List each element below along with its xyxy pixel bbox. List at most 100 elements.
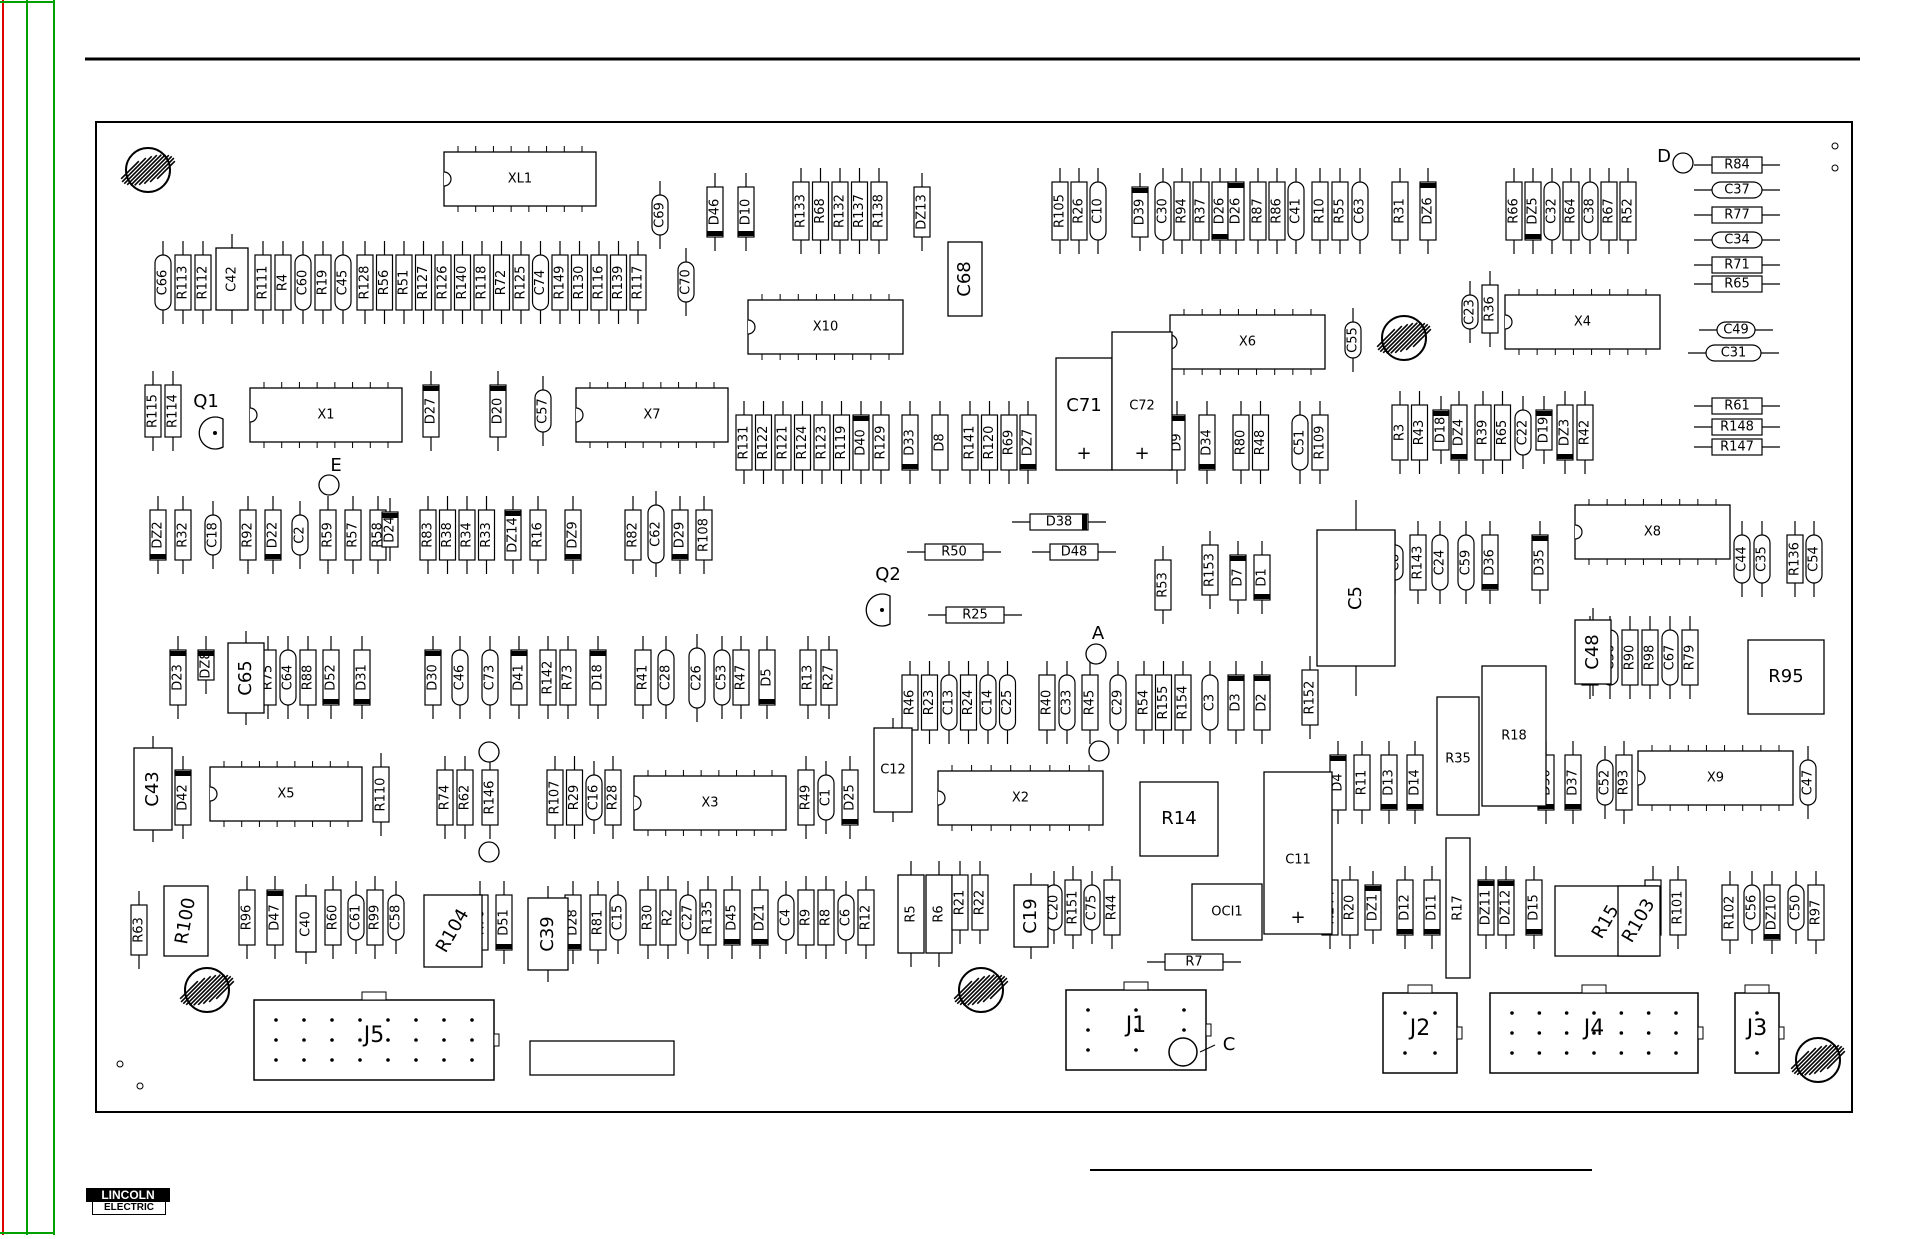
part-c40: C40	[295, 884, 317, 964]
part-r3: R3	[1391, 391, 1409, 474]
part-r38: R38	[438, 496, 457, 574]
part-label-r117: R117	[631, 266, 646, 300]
part-d19: D19	[1535, 396, 1553, 464]
part-label-r126: R126	[436, 266, 451, 300]
part-r108: R108	[695, 496, 713, 574]
test-point-e: E	[478, 841, 500, 863]
part-r5: R5	[897, 861, 925, 967]
part-label-d33: D33	[903, 429, 918, 456]
connector-j5: J5	[253, 991, 500, 1081]
part-d14: D14	[1406, 741, 1424, 824]
part-d13: D13	[1380, 741, 1398, 824]
part-label-c20: C20	[1047, 895, 1062, 921]
part-label-c57: C57	[536, 398, 551, 424]
part-label-r141: R141	[963, 426, 978, 460]
part-r126: R126	[434, 241, 452, 324]
part-r39: R39	[1474, 391, 1492, 474]
transistor-label-q1: Q1	[193, 391, 219, 412]
part-label-r155: R155	[1156, 686, 1171, 720]
ic-label-x9: X9	[1707, 771, 1724, 786]
part-label-r131: R131	[737, 426, 752, 460]
part-c33: C33	[1058, 661, 1076, 744]
part-label-r28: R28	[606, 785, 621, 811]
part-label-d31: D31	[355, 664, 370, 691]
part-label-c28: C28	[659, 665, 674, 691]
part-label-r120: R120	[982, 426, 997, 460]
part-label-r132: R132	[833, 194, 848, 228]
part-r16: R16	[529, 496, 547, 574]
part-label-r48: R48	[1253, 430, 1268, 456]
part-label-d45: D45	[725, 904, 740, 931]
part-r71: R71	[1694, 256, 1780, 274]
part-r40: R40	[1038, 661, 1056, 744]
part-label-r68: R68	[813, 198, 828, 224]
part-label-r95: R95	[1768, 666, 1803, 687]
part-label-d10: D10	[739, 199, 754, 226]
part-d20: D20	[489, 371, 507, 451]
part-r120: R120	[980, 401, 999, 484]
part-label-c59: C59	[1459, 550, 1474, 576]
part-label-c60: C60	[296, 270, 311, 296]
test-point-c-leader	[1199, 1044, 1216, 1053]
part-c59: C59	[1457, 521, 1475, 604]
part-label-d9: D9	[1170, 433, 1185, 451]
part-dz1: DZ1	[1364, 871, 1382, 944]
part-label-c3: C3	[1203, 694, 1218, 711]
part-d24: D24	[381, 498, 399, 561]
part-d18: D18	[1432, 396, 1450, 464]
connector-label-j1: J1	[1124, 1013, 1147, 1038]
part-label-r43: R43	[1412, 420, 1427, 446]
part-label-d46: D46	[708, 199, 723, 226]
part-label-r140: R140	[455, 266, 470, 300]
part-label-r139: R139	[611, 266, 626, 300]
part-c32: C32	[1543, 168, 1561, 254]
ic-x5: X5	[209, 761, 363, 827]
part-label-d1: D1	[1255, 568, 1270, 586]
part-label-r121: R121	[776, 426, 791, 460]
ic-label-xl1: XL1	[508, 172, 532, 187]
part-r140: R140	[453, 241, 472, 324]
part-r110: R110	[372, 753, 390, 836]
part-label-c1: C1	[819, 789, 834, 806]
part-label-r33: R33	[479, 522, 494, 548]
part-c66: C66	[154, 241, 172, 324]
part-r103: R103	[1617, 885, 1661, 957]
part-r102: R102	[1721, 871, 1739, 954]
part-label-r147: R147	[1720, 440, 1754, 455]
part-label-r57: R57	[346, 522, 361, 548]
part-label-c25: C25	[1000, 690, 1015, 716]
part-label-r96: R96	[240, 905, 255, 931]
ic-x10: X10	[747, 294, 904, 360]
part-r101: R101	[1669, 866, 1687, 949]
part-label-dz1: DZ1	[753, 904, 768, 931]
part-oci1: OCI1	[1191, 883, 1263, 941]
part-label-dz4: DZ4	[1452, 419, 1467, 446]
part-label-c45: C45	[336, 270, 351, 296]
part-label-r81: R81	[591, 910, 606, 936]
part-label-r62: R62	[458, 785, 473, 811]
part-label-r107: R107	[548, 781, 563, 815]
part-label-c15: C15	[611, 905, 626, 931]
part-label-c62: C62	[649, 521, 664, 547]
part-c67: C67	[1661, 616, 1679, 699]
part-label-d19: D19	[1537, 417, 1552, 444]
part-label-r118: R118	[475, 266, 490, 300]
part-r122: R122	[754, 401, 773, 484]
part-label-r65: R65	[1495, 420, 1510, 446]
part-c47: C47	[1799, 746, 1817, 819]
ic-x2: X2	[937, 765, 1104, 831]
part-label-c10: C10	[1091, 198, 1106, 224]
part-label-r61: R61	[1724, 399, 1750, 414]
part-r151: R151	[1064, 866, 1082, 949]
part-r137: R137	[850, 168, 869, 254]
part-label-r40: R40	[1040, 690, 1055, 716]
part-r50: R50	[907, 543, 1001, 561]
part-r60: R60	[324, 876, 342, 959]
part-label-r90: R90	[1623, 645, 1638, 671]
part-label-d14: D14	[1408, 769, 1423, 796]
part-label-r130: R130	[572, 266, 587, 300]
part-r22: R22	[971, 861, 989, 944]
part-c12: C12	[873, 718, 913, 822]
part-r25: R25	[928, 606, 1022, 624]
part-label-r37: R37	[1194, 198, 1209, 224]
